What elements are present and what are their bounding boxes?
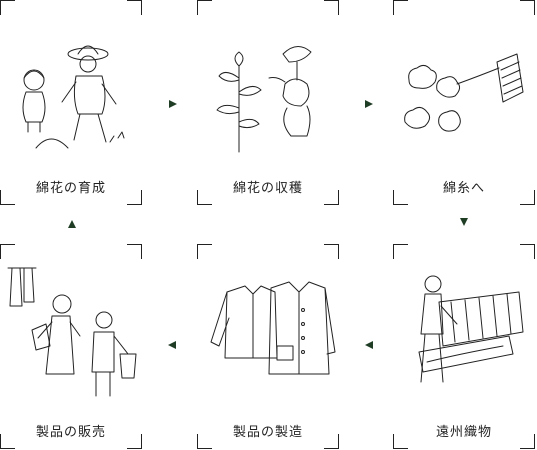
step-card-product-sales: 製品の販売: [0, 244, 142, 449]
step-card-cotton-growing: 綿花の育成: [0, 0, 142, 205]
cotton-growing-illustration: [22, 45, 125, 149]
step-label: 綿花の収穫: [232, 181, 303, 196]
step-card-product-manufacturing: 製品の製造: [197, 244, 339, 449]
arrow-right-icon: [169, 100, 177, 108]
arrow-left-icon: [168, 341, 176, 349]
step-label: 製品の製造: [232, 425, 303, 440]
weaving-loom-illustration: [418, 275, 524, 383]
garments-illustration: [210, 281, 336, 375]
step-card-enshu-textile: 遠州織物: [393, 244, 535, 449]
step-label: 製品の販売: [35, 425, 106, 440]
step-label: 綿花の育成: [35, 181, 106, 196]
arrow-left-icon: [365, 341, 373, 349]
arrow-right-icon: [365, 100, 373, 108]
shop-sales-illustration: [7, 267, 137, 397]
arrow-up-icon: [68, 220, 76, 228]
step-card-cotton-yarn: 綿糸へ: [393, 0, 535, 205]
cotton-yarn-illustration: [404, 53, 524, 132]
step-label: 遠州織物: [435, 425, 492, 440]
arrow-down-icon: [460, 218, 468, 226]
cotton-harvest-illustration: [216, 46, 312, 153]
step-card-cotton-harvest: 綿花の収穫: [197, 0, 339, 205]
step-label: 綿糸へ: [442, 181, 485, 196]
